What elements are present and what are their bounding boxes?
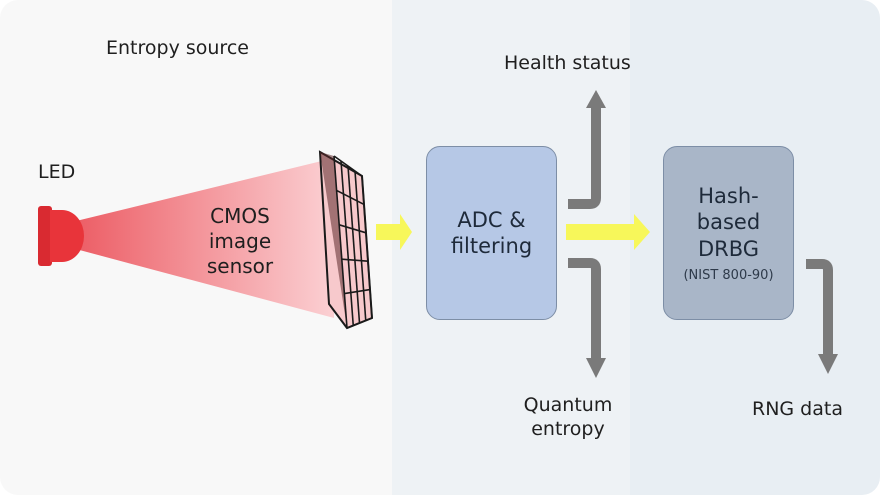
quantum-entropy-arrow	[568, 258, 601, 360]
drbg-line2: based	[696, 210, 761, 235]
health-status-arrowhead	[586, 90, 606, 108]
health-status-arrow	[568, 106, 601, 209]
flow-arrow-adc-to-drbg	[566, 214, 650, 250]
quantum-entropy-line2: entropy	[531, 417, 605, 440]
quantum-entropy-line1: Quantum	[523, 394, 613, 416]
sensor-grid-column	[354, 170, 367, 321]
sensor-grid-column	[340, 160, 355, 326]
adc-line1: ADC &	[457, 207, 526, 232]
rng-data-arrowhead	[818, 354, 838, 374]
led-icon	[38, 206, 84, 266]
sensor-grid-column	[347, 165, 361, 324]
adc-line2: filtering	[450, 234, 533, 258]
entropy-source-label: Entropy source	[106, 37, 249, 59]
health-status-label: Health status	[504, 52, 631, 74]
cmos-sensor-icon	[318, 150, 374, 330]
quantum-entropy-arrowhead	[586, 358, 606, 378]
cmos-label-line1: CMOS	[210, 204, 270, 228]
drbg-box: Hash- based DRBG (NIST 800-90)	[663, 146, 794, 320]
sensor-grid-column	[333, 155, 348, 329]
quantum-entropy-label: Quantum entropy	[520, 394, 616, 442]
cmos-label: CMOS image sensor	[180, 204, 300, 279]
adc-filtering-box: ADC & filtering	[426, 146, 557, 320]
drbg-line3: DRBG	[697, 236, 760, 261]
light-beam	[72, 158, 334, 318]
flow-arrow-sensor-to-adc	[376, 214, 412, 250]
drbg-sub: (NIST 800-90)	[683, 267, 774, 283]
rng-data-arrow	[806, 259, 833, 356]
cmos-label-line2: image sensor	[206, 229, 274, 278]
rng-data-label: RNG data	[752, 398, 843, 420]
sensor-grid-column	[361, 175, 373, 319]
led-label: LED	[38, 161, 76, 183]
drbg-line1: Hash-	[698, 184, 759, 209]
